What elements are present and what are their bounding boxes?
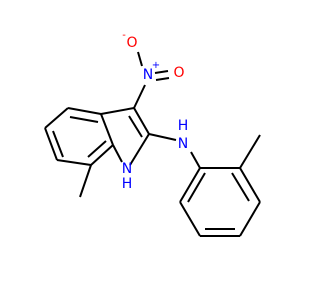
- nitro-oxygen-right: O: [173, 65, 184, 81]
- bond: [190, 151, 201, 169]
- bond: [100, 107, 135, 115]
- nitro-oxygen-top-charge: -: [122, 30, 126, 41]
- bonds: [44, 51, 261, 237]
- bond: [239, 134, 261, 169]
- bond: [148, 133, 177, 141]
- atom-labels: O - N + O H N N H: [122, 30, 189, 192]
- bond: [44, 107, 69, 129]
- nitro-nitrogen: N: [143, 67, 153, 83]
- bond: [79, 164, 92, 198]
- bond: [112, 144, 123, 163]
- ring-hydrogen: H: [122, 176, 133, 192]
- bond: [44, 127, 58, 161]
- bond: [187, 172, 206, 203]
- bond: [69, 116, 99, 123]
- bond: [129, 133, 150, 166]
- bond: [179, 201, 201, 237]
- bond: [56, 159, 92, 166]
- nitro-oxygen-top: O: [126, 35, 137, 51]
- bond: [67, 107, 102, 115]
- bond: [239, 201, 261, 237]
- bond: [87, 140, 107, 158]
- ring-nitrogen: N: [122, 161, 132, 177]
- bond: [154, 70, 169, 74]
- bond: [133, 84, 146, 109]
- bond: [137, 51, 143, 67]
- background: [0, 0, 300, 300]
- molecule-diagram: O - N + O H N N H: [0, 0, 300, 300]
- bond: [100, 113, 114, 146]
- nitro-nitrogen-charge: +: [152, 60, 160, 71]
- bond: [90, 144, 114, 166]
- amine-nitrogen: N: [178, 136, 188, 152]
- bond: [155, 77, 170, 81]
- bond: [133, 107, 150, 135]
- bond: [52, 130, 64, 158]
- bond: [231, 172, 250, 202]
- bond: [128, 115, 143, 138]
- bond: [179, 167, 201, 203]
- amine-hydrogen: H: [178, 118, 189, 134]
- bond: [239, 167, 261, 203]
